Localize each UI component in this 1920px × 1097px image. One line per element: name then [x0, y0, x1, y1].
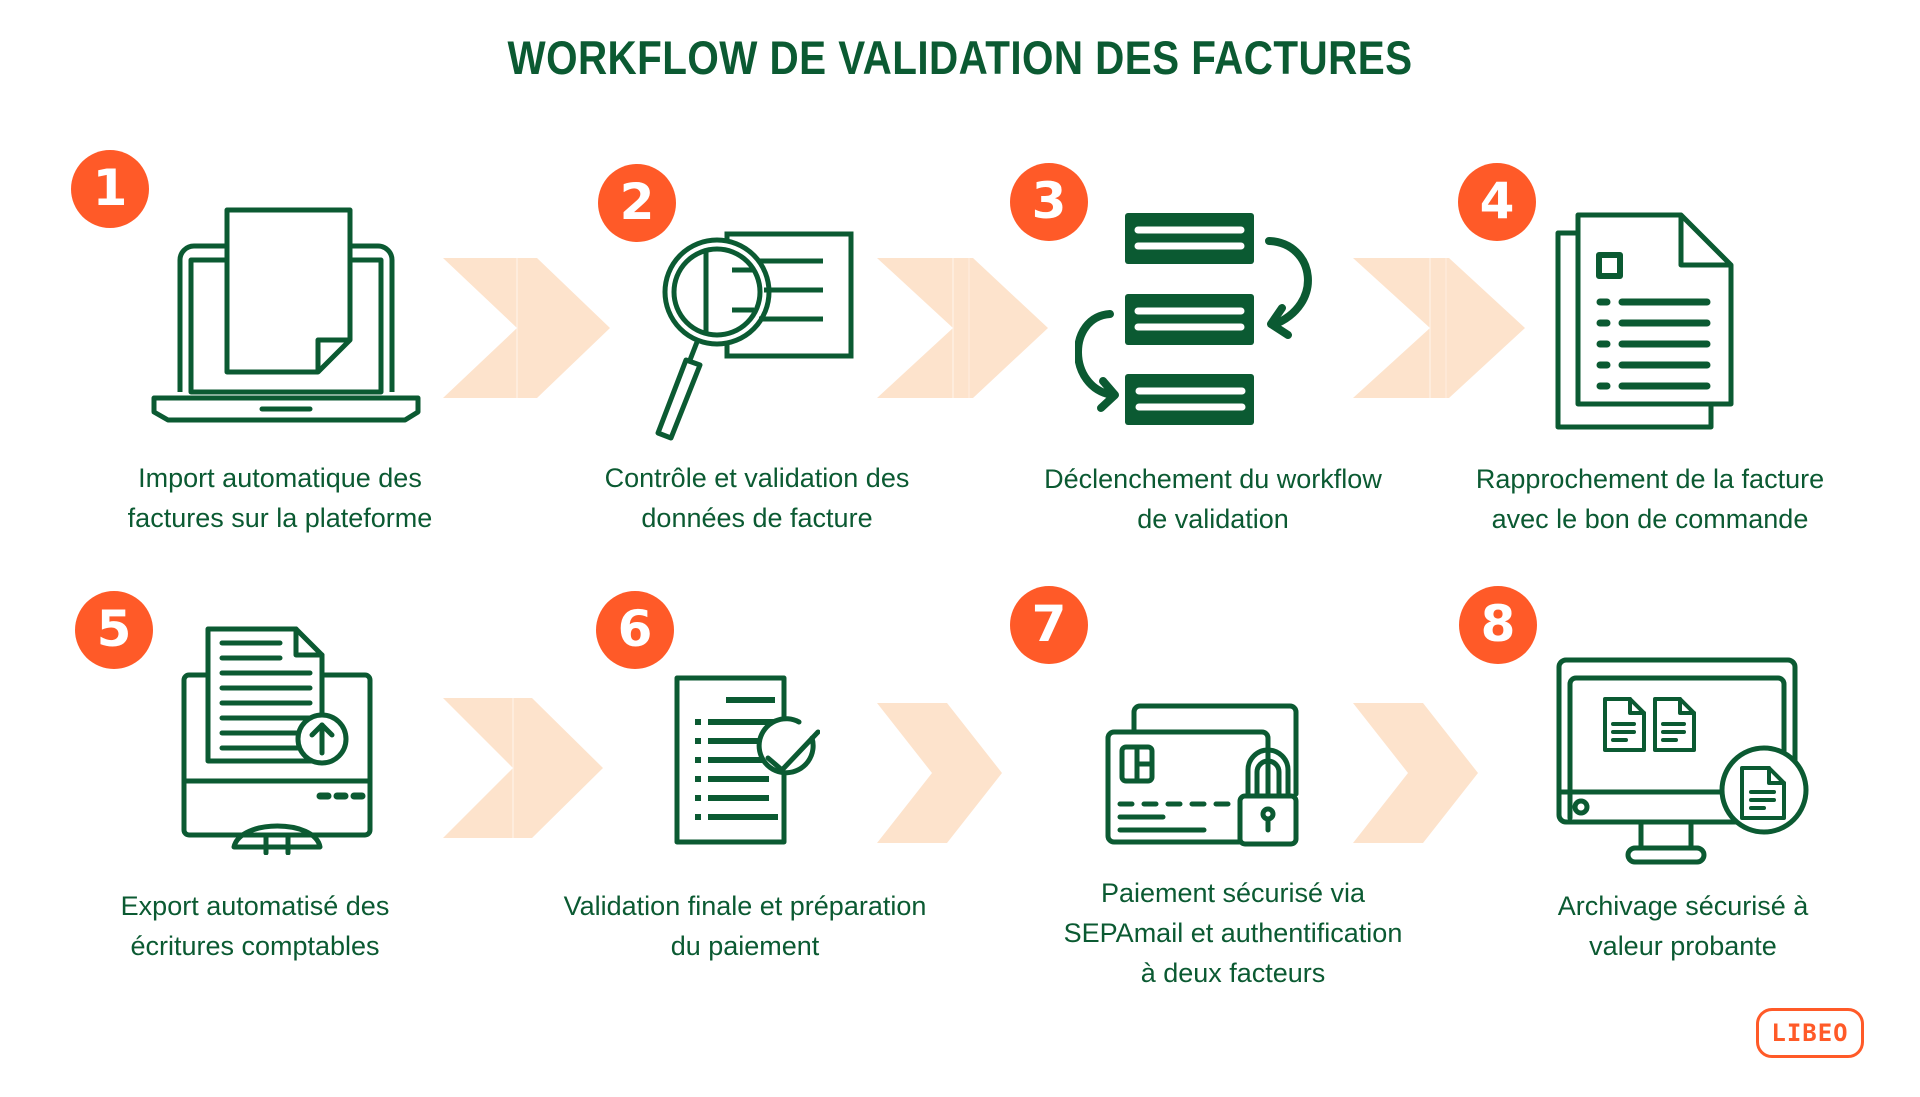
step-5-label: Export automatisé des écritures comptabl… — [120, 891, 390, 961]
page-title: WORKFLOW DE VALIDATION DES FACTURES — [507, 31, 1413, 84]
chevron-arrow-1-icon — [443, 258, 610, 398]
step-7-number-badge: 7 — [1010, 586, 1088, 664]
workflow-blocks-icon — [1075, 213, 1312, 425]
monitor-archive-icon — [1556, 657, 1809, 865]
stacked-documents-icon — [1555, 212, 1734, 430]
step-8-number-badge: 8 — [1459, 586, 1537, 664]
chevron-arrow-5-icon — [877, 703, 1002, 843]
step-2-number-badge: 2 — [598, 164, 676, 242]
step-1-number-badge: 1 — [71, 150, 149, 228]
step-3-number-badge: 3 — [1010, 163, 1088, 241]
step-8-label: Archivage sécurisé à valeur probante — [1557, 891, 1809, 961]
magnifier-document-icon — [655, 231, 854, 441]
step-2-label: Contrôle et validation des données de fa… — [604, 463, 910, 533]
step-4-label: Rapprochement de la facture avec le bon … — [1475, 464, 1825, 534]
checklist-approved-icon — [674, 675, 820, 845]
laptop-document-icon — [151, 207, 421, 423]
step-7-label: Paiement sécurisé via SEPAmail et authen… — [1063, 878, 1403, 988]
step-4-number-badge: 4 — [1458, 163, 1536, 241]
chevron-arrow-2-icon — [877, 258, 1048, 398]
step-6-number-badge: 6 — [596, 591, 674, 669]
monitor-export-icon — [181, 626, 373, 855]
step-1-label: Import automatique des factures sur la p… — [127, 463, 433, 533]
step-5-number-badge: 5 — [75, 591, 153, 669]
chevron-arrow-3-icon — [1353, 258, 1525, 398]
chevron-arrow-6-icon — [1353, 703, 1478, 843]
step-6-label: Validation finale et préparation du paie… — [563, 891, 927, 961]
chevron-arrow-4-icon — [443, 698, 603, 838]
step-3-label: Déclenchement du workflow de validation — [1044, 464, 1382, 534]
card-lock-icon — [1105, 703, 1299, 847]
libeo-logo: LIBEO — [1756, 1008, 1864, 1058]
